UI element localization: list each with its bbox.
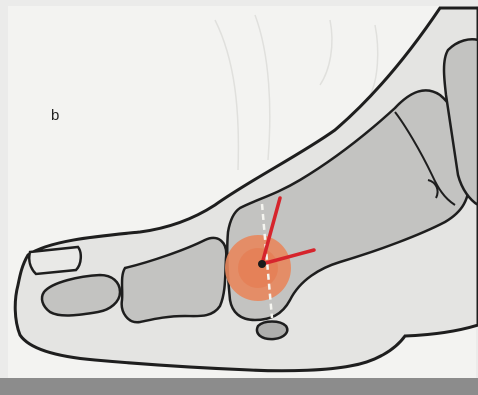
panel-label: b (51, 108, 59, 123)
ground-line (0, 378, 478, 395)
sesamoid-bone (257, 322, 287, 340)
center-dot-icon (258, 260, 266, 268)
toe-nail (29, 247, 81, 274)
stress-region-inner (238, 248, 278, 288)
